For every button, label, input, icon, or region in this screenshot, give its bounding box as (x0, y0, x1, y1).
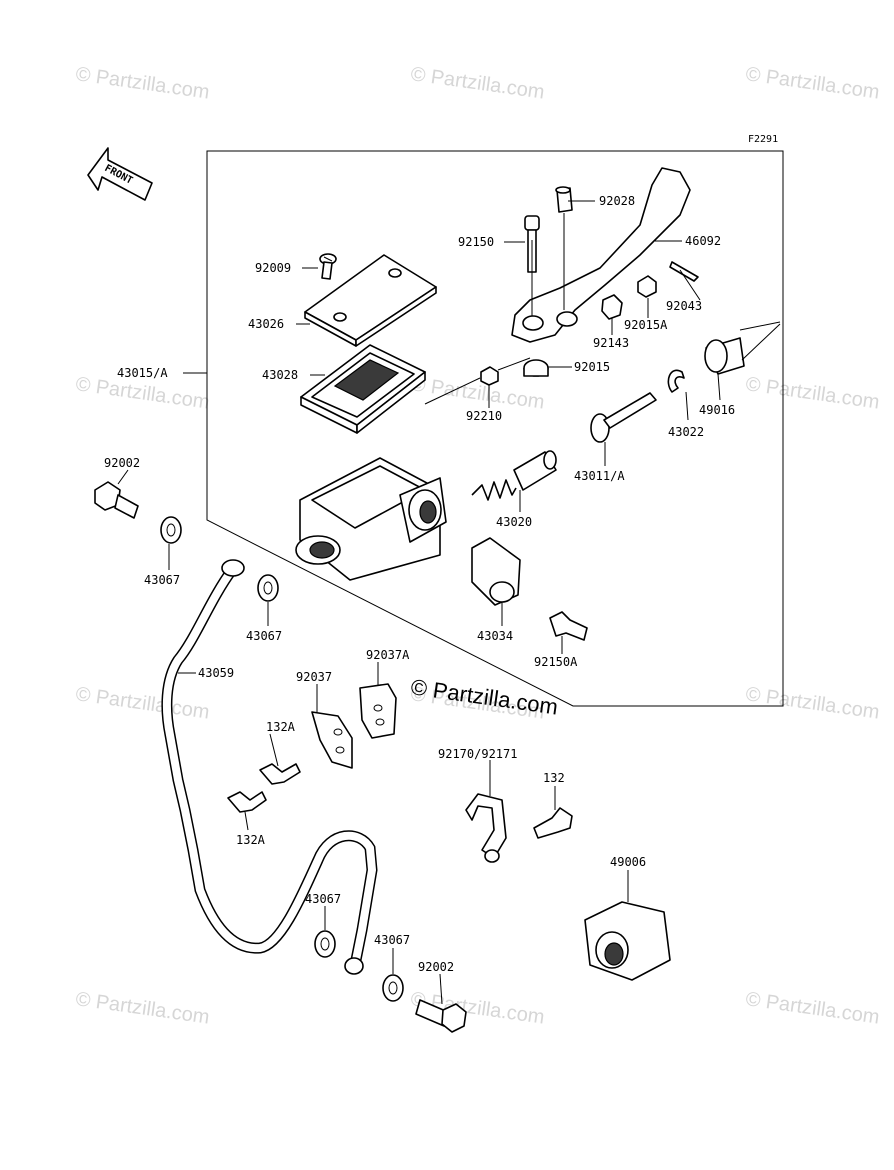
label-132A-upper: 132A (266, 720, 296, 734)
banjo-bolt-92002-upper (94, 481, 139, 519)
watermark: © Partzilla.com (744, 988, 881, 1029)
figure-code: F2291 (748, 134, 778, 145)
washer-43067-c (314, 930, 336, 958)
label-43028: 43028 (262, 368, 298, 382)
cotter-pin-92043 (669, 261, 699, 282)
piston-spring-43020 (471, 450, 557, 501)
part-labels: 92028 92150 46092 92009 92043 43026 9201… (104, 194, 735, 974)
label-92002-lower: 92002 (418, 960, 454, 974)
label-92015A: 92015A (624, 318, 668, 332)
nut-92015 (523, 359, 549, 377)
label-92170-92171: 92170/92171 (438, 747, 517, 761)
label-46092: 46092 (685, 234, 721, 248)
front-arrow-icon: FRONT (87, 147, 153, 201)
label-43067-d: 43067 (374, 933, 410, 947)
bolt-132A-lower (227, 791, 267, 813)
label-92143: 92143 (593, 336, 629, 350)
brake-hose-43059 (161, 559, 378, 975)
reservoir-cap-43026 (304, 254, 437, 347)
label-49016: 49016 (699, 403, 735, 417)
circlip-43022 (667, 369, 685, 393)
label-92043: 92043 (666, 299, 702, 313)
screw-92009 (319, 253, 337, 280)
banjo-bolt-92002-lower (415, 999, 467, 1033)
nut-92210 (480, 366, 499, 386)
boot-49016 (704, 337, 745, 375)
label-92150A: 92150A (534, 655, 578, 669)
watermark: © Partzilla.com (744, 373, 881, 414)
watermark: © Partzilla.com (744, 63, 881, 104)
label-43067-a: 43067 (144, 573, 180, 587)
bolt-132A-upper (259, 763, 301, 785)
assembly-frame (206, 150, 784, 707)
label-92002-upper: 92002 (104, 456, 140, 470)
label-92210: 92210 (466, 409, 502, 423)
label-43059: 43059 (198, 666, 234, 680)
label-43020: 43020 (496, 515, 532, 529)
master-cylinder-body (295, 457, 447, 581)
label-92015: 92015 (574, 360, 610, 374)
label-43015A: 43015/A (117, 366, 168, 380)
label-43034: 43034 (477, 629, 513, 643)
watermark: © Partzilla.com (74, 683, 211, 724)
leader-lines (117, 200, 781, 1005)
bolt-132 (533, 807, 573, 839)
label-132: 132 (543, 771, 565, 785)
label-49006: 49006 (610, 855, 646, 869)
label-43026: 43026 (248, 317, 284, 331)
watermark: © Partzilla.com (74, 63, 211, 104)
push-rod-43011 (590, 392, 657, 443)
washer-43067-b (257, 574, 279, 602)
label-92037A: 92037A (366, 648, 410, 662)
label-43022: 43022 (668, 425, 704, 439)
holder-43034 (471, 537, 521, 606)
nut-92015A (637, 275, 657, 298)
label-92009: 92009 (255, 261, 291, 275)
watermark: © Partzilla.com (74, 988, 211, 1029)
label-43011A: 43011/A (574, 469, 625, 483)
label-92028: 92028 (599, 194, 635, 208)
lever-46092 (511, 167, 691, 343)
cover-49006 (584, 901, 671, 981)
diaphragm-43028 (300, 344, 426, 434)
label-92150: 92150 (458, 235, 494, 249)
bracket-92037A (359, 683, 397, 739)
label-43067-c: 43067 (305, 892, 341, 906)
washer-43067-d (382, 974, 404, 1002)
bracket-92037 (311, 711, 353, 769)
label-132A-lower: 132A (236, 833, 266, 847)
washer-43067-a (160, 516, 182, 544)
watermark: © Partzilla.com (744, 683, 881, 724)
pin-92028 (555, 186, 573, 213)
label-92037: 92037 (296, 670, 332, 684)
bolt-92150A (549, 611, 588, 641)
label-43067-b: 43067 (246, 629, 282, 643)
bracket-92170 (465, 793, 507, 863)
watermark: © Partzilla.com (409, 63, 546, 104)
nut-92143 (601, 294, 623, 320)
